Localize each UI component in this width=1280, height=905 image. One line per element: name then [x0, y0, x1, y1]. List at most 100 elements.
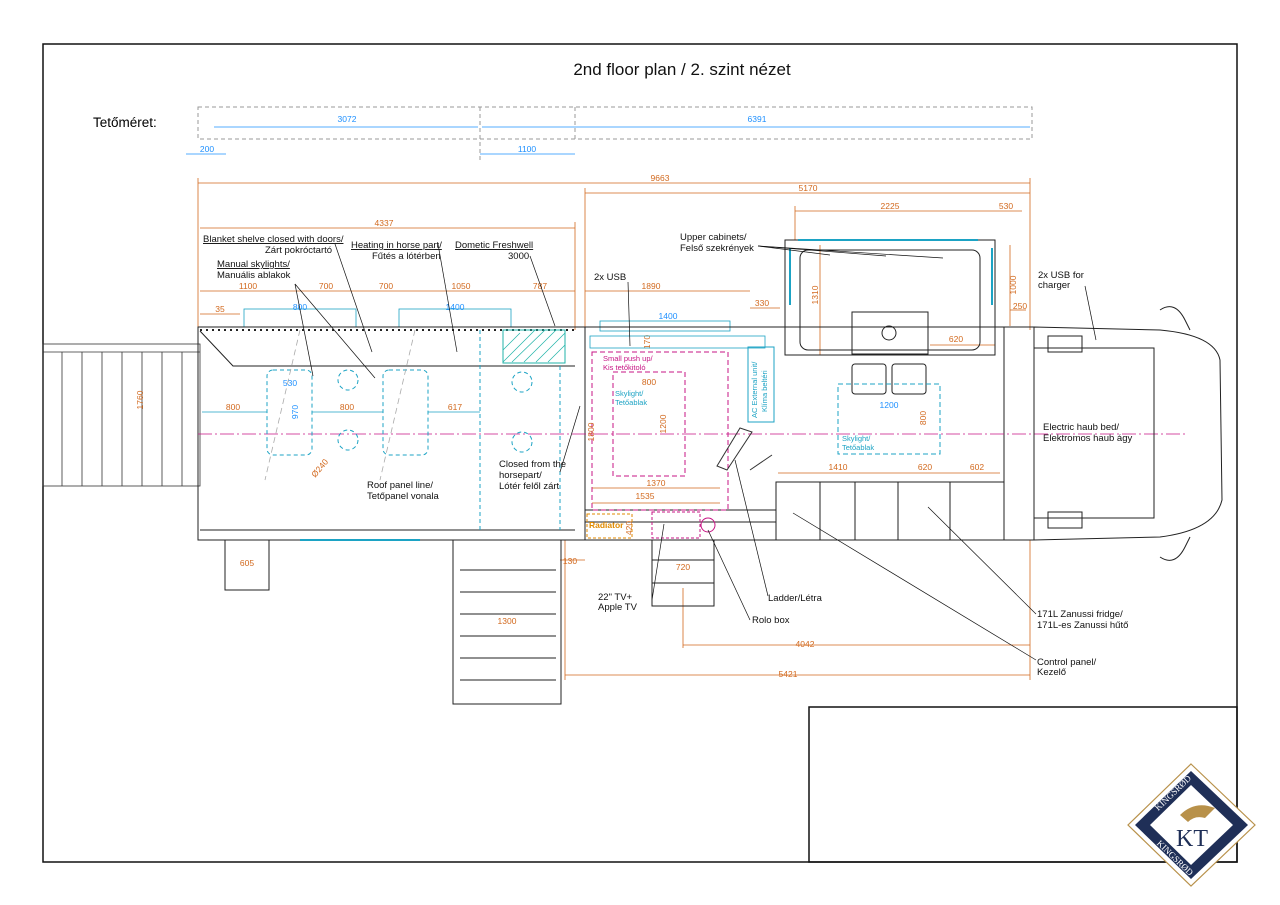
dim-617: 617 [448, 402, 462, 412]
dim-1200-a: 1200 [658, 414, 668, 433]
dim-605: 605 [240, 558, 254, 568]
label-control: Control panel/ [1037, 657, 1097, 668]
sheet-frame [42, 43, 1238, 863]
dim-1760: 1760 [135, 390, 145, 409]
label-skylight-b: Skylight/ [842, 434, 871, 443]
label-roofline: Roof panel line/ [367, 480, 433, 491]
label-rolo: Rolo box [752, 615, 790, 626]
roof-dimension-lines [186, 126, 1030, 155]
dim-1300: 1300 [498, 616, 517, 626]
label-closed-2: horsepart/ [499, 470, 542, 481]
label-tv: 22" TV+ [598, 592, 633, 603]
label-closed-hu: Lótér felől zárt [499, 481, 560, 492]
label-blanket-hu: Zárt pokróctartó [265, 245, 332, 256]
dim-1410: 1410 [829, 462, 848, 472]
overall-dimension-lines [197, 178, 1031, 680]
dim-1800: 1800 [586, 422, 596, 441]
label-haub-bed: Electric haub bed/ [1043, 422, 1119, 433]
dim-1050: 1050 [452, 281, 471, 291]
side-steps [224, 539, 715, 705]
dim-1400-window: 1400 [446, 302, 465, 312]
dim-1535: 1535 [636, 491, 655, 501]
dim-530: 530 [283, 378, 297, 388]
dim-1370: 1370 [647, 478, 666, 488]
label-dometic: Dometic Freshwell [455, 240, 533, 251]
label-skylights-hu: Manuális ablakok [217, 270, 291, 281]
kingsrod-logo: KT KINGSRØD KINGSRØD [1127, 763, 1256, 887]
dim-overall: 9663 [651, 173, 670, 183]
dim-1200-b: 1200 [880, 400, 899, 410]
dim-970: 970 [290, 405, 300, 419]
dim-upper-cab: 2225 [881, 201, 900, 211]
label-ac: AC External unit/ [750, 361, 759, 418]
dim-170: 170 [642, 335, 652, 349]
label-fridge: 171L Zanussi fridge/ [1037, 609, 1123, 620]
rolo-box-marker [700, 517, 716, 533]
label-small-push-hu: Kis tetőkitoló [603, 363, 646, 372]
dometic-unit [502, 329, 566, 364]
truck-cab [1033, 306, 1223, 561]
roof-window-lines [243, 308, 731, 332]
dim-roof-a: 3072 [338, 114, 357, 124]
living-skylights [591, 351, 729, 511]
dim-787: 787 [533, 281, 547, 291]
dim-620b: 620 [918, 462, 932, 472]
dim-800-d: 800 [642, 377, 656, 387]
skylight-small-frame [589, 335, 766, 349]
dim-800-window: 800 [293, 302, 307, 312]
dim-1310: 1310 [810, 285, 820, 304]
label-ac-hu: Klíma beltéri [760, 370, 769, 412]
label-ladder: Ladder/Létra [768, 593, 823, 604]
dim-1100: 1100 [239, 281, 258, 291]
tv-box [651, 511, 701, 539]
label-blanket: Blanket shelve closed with doors/ [203, 234, 344, 245]
horse-part-skylights [266, 330, 561, 530]
label-skylight-b-hu: Tetőablak [842, 443, 874, 452]
label-control-hu: Kezelő [1037, 667, 1066, 678]
roof-size-label: Tetőméret: [93, 115, 157, 130]
leader-lines [294, 243, 1097, 661]
label-dometic-num: 3000 [508, 251, 529, 262]
dim-1890: 1890 [642, 281, 661, 291]
label-skylight-a: Skylight/ [615, 389, 644, 398]
title-block [808, 706, 1238, 863]
label-upper-cab-hu: Felső szekrények [680, 243, 754, 254]
dim-700a: 700 [319, 281, 333, 291]
logo-initials: KT [1176, 826, 1208, 852]
dim-upper-cab-side: 530 [999, 201, 1013, 211]
label-usb-charger-2: charger [1038, 280, 1070, 291]
dim-35: 35 [215, 304, 225, 314]
label-radiator: Radiator [589, 520, 624, 530]
dim-roof-b: 6391 [748, 114, 767, 124]
dim-1000: 1000 [1008, 275, 1018, 294]
dim-720: 720 [676, 562, 690, 572]
dim-800-b: 800 [226, 402, 240, 412]
dim-horse: 4337 [375, 218, 394, 228]
label-heating-hu: Fűtés a lótérben [372, 251, 441, 262]
dim-5421: 5421 [779, 669, 798, 679]
dim-4042: 4042 [796, 639, 815, 649]
ladder [716, 427, 773, 471]
roof-panel-lines [264, 329, 416, 481]
label-tv-2: Apple TV [598, 602, 638, 613]
label-upper-cab: Upper cabinets/ [680, 232, 747, 243]
dim-420: 420 [624, 521, 634, 535]
dim-1400-living-window: 1400 [659, 311, 678, 321]
dometic-hatch [502, 329, 566, 363]
radiator-box [586, 513, 633, 539]
label-fridge-hu: 171L-es Zanussi hűtő [1037, 620, 1128, 631]
dim-620a: 620 [949, 334, 963, 344]
dim-330: 330 [755, 298, 769, 308]
label-roofline-hu: Tetőpanel vonala [367, 491, 440, 502]
label-skylights: Manual skylights/ [217, 259, 290, 270]
label-usb: 2x USB [594, 272, 626, 283]
label-closed: Closed from the [499, 459, 566, 470]
roof-dimension-band [197, 106, 1033, 160]
dim-240: Ø240 [309, 457, 330, 480]
dim-roof-small-a: 200 [200, 144, 214, 154]
living-dims [592, 472, 1000, 504]
label-skylight-a-hu: Tetőablak [615, 398, 647, 407]
dim-800-c: 800 [340, 402, 354, 412]
label-heating: Heating in horse part/ [351, 240, 442, 251]
dim-602: 602 [970, 462, 984, 472]
